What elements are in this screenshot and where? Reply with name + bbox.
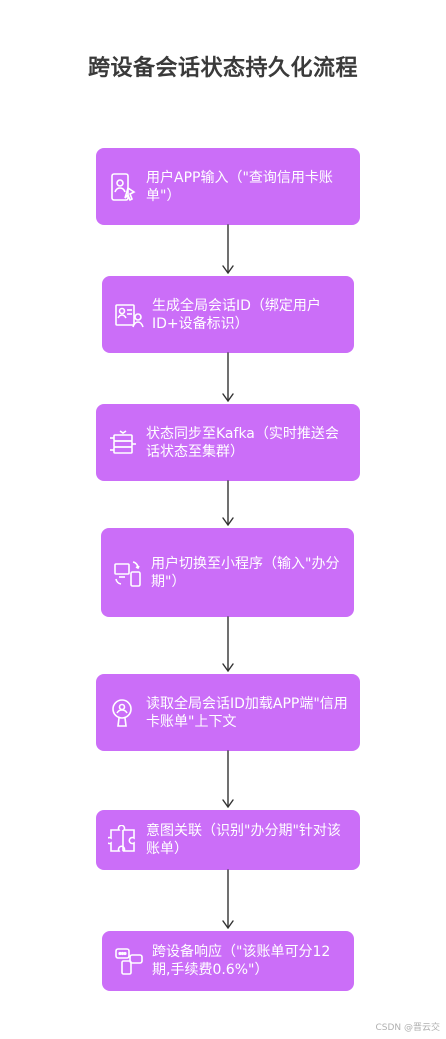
- arrow-6-7: [222, 869, 234, 929]
- arrow-4-5: [222, 616, 234, 672]
- device-switch-icon: [113, 558, 143, 588]
- arrow-1-2: [222, 224, 234, 274]
- arrow-3-4: [222, 480, 234, 526]
- step-6-box: 意图关联（识别"办分期"针对该账单）: [96, 810, 360, 870]
- step-3-label: 状态同步至Kafka（实时推送会话状态至集群）: [146, 425, 339, 460]
- step-3-box: 状态同步至Kafka（实时推送会话状态至集群）: [96, 404, 360, 481]
- step-5-box: 读取全局会话ID加载APP端"信用卡账单"上下文: [96, 674, 360, 751]
- chat-device-icon: [114, 946, 144, 976]
- step-4-label: 用户切换至小程序（输入"办分期"）: [151, 555, 340, 590]
- step-4-box: 用户切换至小程序（输入"办分期"）: [101, 528, 354, 617]
- puzzle-icon: [105, 824, 138, 855]
- server-stack-icon: [108, 428, 138, 458]
- step-1-label: 用户APP输入（"查询信用卡账单"）: [146, 169, 333, 204]
- id-card-icon: [114, 300, 144, 330]
- step-1-box: 用户APP输入（"查询信用卡账单"）: [96, 148, 360, 225]
- step-5-label: 读取全局会话ID加载APP端"信用卡账单"上下文: [146, 695, 348, 730]
- watermark: CSDN @晋云交: [375, 1023, 440, 1033]
- arrow-5-6: [222, 750, 234, 808]
- search-user-icon: [108, 698, 138, 728]
- step-7-label: 跨设备响应（"该账单可分12期,手续费0.6%"）: [152, 944, 331, 978]
- step-7-box: 跨设备响应（"该账单可分12期,手续费0.6%"）: [102, 931, 354, 991]
- step-2-box: 生成全局会话ID（绑定用户ID+设备标识）: [102, 276, 354, 353]
- arrow-2-3: [222, 352, 234, 402]
- step-2-label: 生成全局会话ID（绑定用户ID+设备标识）: [152, 297, 321, 332]
- step-6-label: 意图关联（识别"办分期"针对该账单）: [146, 823, 341, 857]
- phone-user-icon: [108, 172, 138, 202]
- diagram-title: 跨设备会话状态持久化流程: [87, 56, 358, 81]
